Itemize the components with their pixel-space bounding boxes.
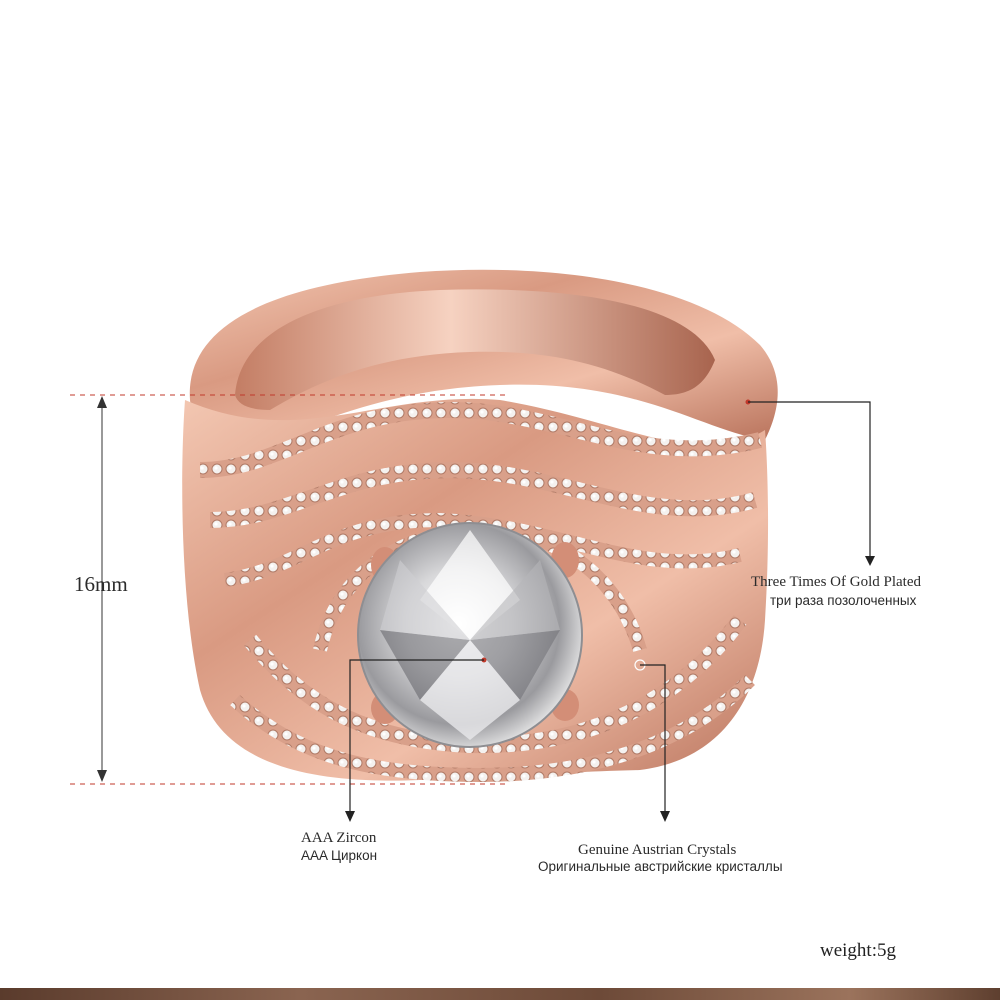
plating-label-ru: три раза позолоченных [770, 593, 917, 608]
leader-lines [345, 399, 875, 822]
bottom-photo-strip [0, 988, 1000, 1000]
height-dimension-label: 16mm [74, 572, 128, 596]
zircon-label-ru: AAA Циркон [301, 848, 378, 863]
zircon-label-en: AAA Zircon [301, 830, 377, 846]
dimension-guides [70, 394, 510, 785]
crystals-label-ru: Оригинальные австрийские кристаллы [538, 859, 783, 874]
crystals-label-en: Genuine Austrian Crystals [578, 842, 737, 858]
ring-band [189, 269, 778, 440]
plating-label-en: Three Times Of Gold Plated [751, 574, 921, 590]
weight-label: weight:5g [820, 940, 896, 961]
center-stone [357, 522, 583, 748]
